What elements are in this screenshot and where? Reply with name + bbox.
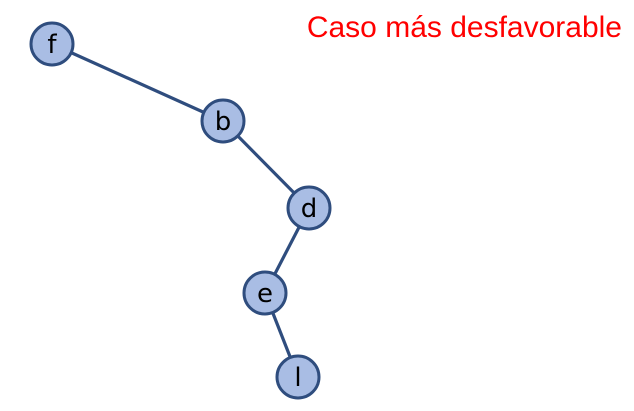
- tree-node-f: f: [29, 21, 75, 67]
- edges-layer: [51, 42, 311, 378]
- tree-node-e: e: [242, 270, 288, 316]
- node-label: d: [301, 194, 318, 224]
- edge-f-b: [51, 42, 224, 123]
- node-label: b: [215, 107, 232, 137]
- diagram-title: Caso más desfavorable: [306, 11, 622, 44]
- node-circle: [242, 270, 288, 316]
- node-circle: [200, 98, 246, 144]
- node-circle: [286, 185, 332, 231]
- tree-node-d: d: [286, 185, 332, 231]
- node-circle: [275, 354, 321, 400]
- tree-node-b: b: [200, 98, 246, 144]
- node-circle: [29, 21, 75, 67]
- tree-node-l: l: [275, 354, 321, 400]
- node-label: e: [257, 279, 273, 309]
- nodes-layer: f b d e l: [29, 21, 332, 400]
- node-label: f: [47, 30, 57, 60]
- node-label: l: [294, 363, 301, 393]
